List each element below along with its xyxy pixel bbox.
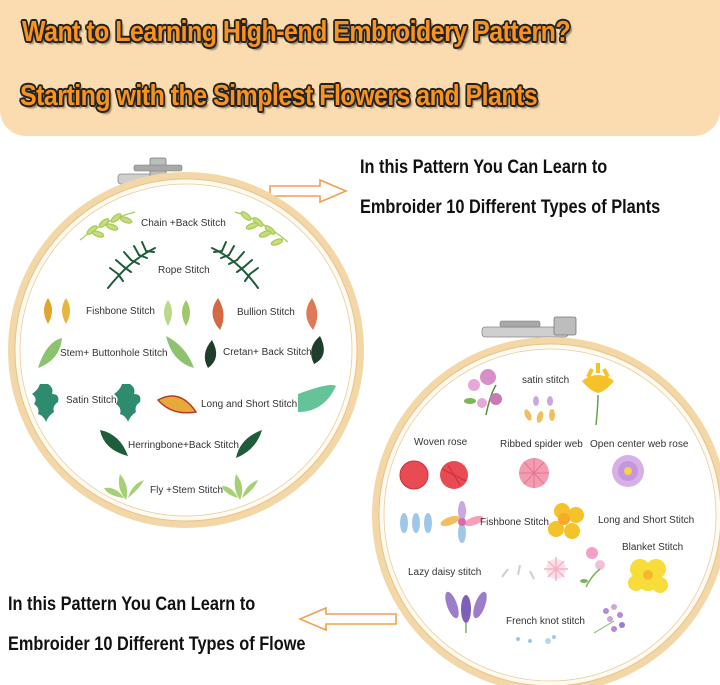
plants-label-satin: Satin Stitch (66, 395, 117, 406)
long-short-leaf-right-icon (298, 385, 336, 412)
herringbone-leaf-left-icon (100, 430, 128, 456)
cretan-leaf-left-icon (204, 340, 217, 368)
flowers-label-fishbone: Fishbone Stitch (480, 517, 549, 528)
flowers-label-satin: satin stitch (522, 375, 570, 386)
satin-leaf-left-icon (32, 384, 59, 422)
yellow-flower-icon (582, 363, 614, 426)
plants-callout-line1: In this Pattern You Can Learn to (360, 157, 608, 178)
flowers-label-spider-web: Ribbed spider web (500, 439, 583, 450)
banner-headline: Want to Learning High-end Embroidery Pat… (22, 16, 571, 48)
fern-right-icon (211, 241, 259, 289)
flowers-label-open-center-rose: Open center web rose (590, 439, 689, 450)
lazy-daisy-icon (501, 564, 535, 580)
pink-sprig-icon (580, 547, 605, 588)
cretan-leaf-right-icon (311, 336, 324, 364)
long-short-flower-icon (548, 503, 584, 539)
fly-stem-right-icon (222, 474, 258, 500)
flowers-label-long-short: Long and Short Stitch (598, 515, 695, 526)
flowers-label-woven-rose: Woven rose (414, 437, 468, 448)
plants-label-fly-stem: Fly +Stem Stitch (150, 485, 224, 496)
arrow-left-icon (298, 606, 397, 632)
flowers-label-blanket: Blanket Stitch (622, 542, 684, 553)
sprig-left-icon (79, 211, 136, 241)
plants-label-fishbone: Fishbone Stitch (86, 306, 155, 317)
plants-callout-line2: Embroider 10 Different Types of Plants (360, 197, 661, 218)
satin-petals-icon (524, 396, 555, 423)
fishbone-petals-icon (400, 513, 432, 533)
title-banner: Want to Learning High-end Embroidery Pat… (0, 0, 720, 136)
flowers-callout-line1: In this Pattern You Can Learn to (8, 594, 256, 615)
satin-leaf-right-icon (114, 384, 141, 422)
plants-label-chain-back: Chain +Back Stitch (141, 218, 226, 229)
hoop-clamp-icon (481, 316, 577, 338)
plants-label-cretan-back: Cretan+ Back Stitch (223, 347, 312, 358)
bullion-leaf-right-icon (306, 298, 318, 330)
sprig-right-icon (234, 211, 289, 246)
daisy-flower-icon (544, 557, 568, 581)
herringbone-leaf-right-icon (236, 430, 262, 458)
pinwheel-flower-icon (440, 501, 484, 543)
flowers-label-lazy-daisy: Lazy daisy stitch (408, 567, 482, 578)
spider-web-icon (519, 458, 549, 488)
open-center-rose-icon (612, 455, 644, 487)
arrow-right-icon (269, 178, 348, 204)
long-short-leaf-left-icon (156, 395, 198, 414)
fern-left-icon (107, 241, 156, 289)
fishbone-leaves-icon (44, 298, 70, 324)
plants-label-herringbone-back: Herringbone+Back Stitch (128, 440, 239, 451)
plants-label-stem-buttonhole: Stem+ Buttonhole Stitch (60, 348, 168, 359)
plants-label-long-short: Long and Short Stitch (201, 399, 298, 410)
buttonhole-leaf-right-icon (166, 336, 194, 368)
flowers-hoop: satin stitch Woven rose Ribbed spider we… (372, 315, 720, 685)
woven-rose-icon (400, 461, 428, 489)
plants-label-rope: Rope Stitch (158, 265, 210, 276)
french-knot-dots-icon (516, 635, 556, 644)
fly-stem-left-icon (104, 474, 144, 500)
french-knot-icon (593, 604, 625, 634)
banner-subheadline: Starting with the Simplest Flowers and P… (20, 80, 538, 112)
green-leaves-icon (164, 300, 190, 326)
flowers-callout-line2: Embroider 10 Different Types of Flowe (8, 634, 306, 655)
buttonhole-leaf-left-icon (38, 338, 62, 368)
plants-hoop: Chain +Back Stitch Rope Stitch Fishbone … (0, 150, 370, 530)
lavender-leaves-icon (445, 591, 487, 633)
plants-label-bullion: Bullion Stitch (237, 307, 295, 318)
flowers-label-french-knot: French knot stitch (506, 616, 585, 627)
blanket-flower-icon (628, 559, 668, 593)
woven-rose-outline-icon (399, 460, 429, 490)
bullion-leaf-left-icon (212, 298, 224, 330)
satin-flowers-icon (464, 369, 502, 416)
